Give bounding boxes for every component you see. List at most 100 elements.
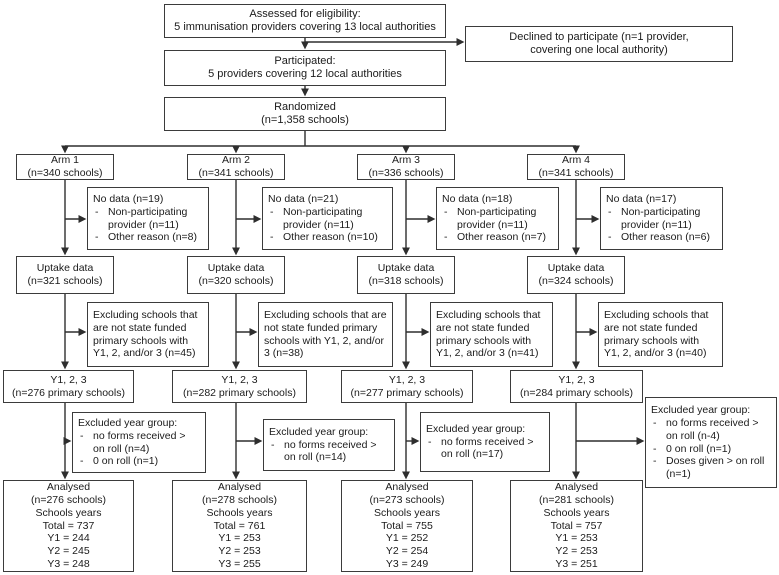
arm4-analysed-box: Analysed (n=281 schools) Schools years T…: [510, 480, 643, 572]
bullet-marker: -: [428, 435, 432, 448]
list-item: -no forms received > on roll (n=17): [426, 436, 544, 462]
text-line: Y1 = 244: [47, 532, 90, 545]
text-line: Excluded year group:: [269, 425, 369, 438]
text-line: Total = 755: [381, 519, 433, 532]
text-line: Y2 = 254: [385, 545, 429, 558]
text-line: Arm 4: [561, 154, 590, 167]
text-line: Assessed for eligibility:: [249, 7, 361, 20]
text-line: Analysed: [46, 481, 91, 494]
text-line: Y2 = 245: [47, 545, 90, 558]
text-line: Total = 757: [550, 519, 603, 532]
text-line: Excluded year group:: [78, 416, 178, 429]
text-line: Analysed: [554, 481, 599, 494]
list-item: -no forms received > on roll (n-4): [651, 417, 771, 443]
text-line: (n=341 schools): [198, 167, 274, 179]
text-line: Y3 = 251: [555, 558, 598, 570]
text-line: Total = 761: [213, 519, 266, 532]
list-item: -0 on roll (n=1): [78, 455, 158, 468]
text-line: Uptake data: [377, 262, 435, 275]
text-line: (n=1,358 schools): [261, 114, 349, 126]
text-line: (n=336 schools): [368, 167, 444, 179]
bullet-marker: -: [653, 442, 657, 455]
bullet-marker: -: [80, 429, 84, 442]
arm3-y123-box: Y1, 2, 3 (n=277 primary schools): [341, 370, 473, 403]
text-line: Analysed: [385, 481, 429, 494]
list-item: -Other reason (n=8): [93, 231, 197, 244]
arm2-uptake-box: Uptake data (n=320 schools): [187, 256, 285, 294]
arm1-excluded-year-box: Excluded year group: -no forms received …: [72, 412, 206, 473]
text-line: no forms received > on roll (n=14): [284, 438, 377, 464]
text-line: Doses given > on roll (n=1): [666, 455, 765, 481]
text-line: Excluding schools that are not state fun…: [264, 308, 387, 360]
text-line: (n=320 schools): [198, 275, 274, 287]
bullet-marker: -: [653, 455, 657, 468]
text-line: 0 on roll (n=1): [93, 455, 159, 468]
text-line: 5 providers covering 12 local authoritie…: [208, 68, 402, 80]
text-line: Schools years: [543, 506, 610, 519]
text-line: Uptake data: [547, 262, 605, 275]
text-line: (n=276 primary schools): [12, 386, 125, 399]
list-item: -no forms received > on roll (n=14): [269, 439, 389, 465]
text-line: Randomized: [274, 100, 336, 113]
declined-box: Declined to participate (n=1 provider, c…: [465, 26, 733, 62]
list-item: -Other reason (n=7): [442, 231, 546, 244]
bullet-marker: -: [444, 231, 448, 244]
arm3-box: Arm 3 (n=336 schools): [357, 154, 455, 180]
arm1-no-data-box: No data (n=19) -Non-participating provid…: [87, 187, 209, 250]
arm2-no-data-box: No data (n=21) -Non-participating provid…: [262, 187, 393, 250]
arm2-excluding-box: Excluding schools that are not state fun…: [258, 302, 393, 367]
arm1-excluding-box: Excluding schools that are not state fun…: [87, 302, 209, 367]
text-line: Y1 = 253: [218, 532, 261, 545]
text-line: Y1, 2, 3: [388, 373, 426, 386]
text-line: Arm 3: [391, 154, 420, 167]
text-line: Y1, 2, 3: [558, 373, 595, 386]
arm1-y123-box: Y1, 2, 3 (n=276 primary schools): [3, 370, 134, 403]
arm2-box: Arm 2 (n=341 schools): [187, 154, 285, 180]
arm4-excluding-box: Excluding schools that are not state fun…: [598, 302, 723, 367]
randomized-box: Randomized (n=1,358 schools): [164, 97, 446, 131]
arm3-excluding-box: Excluding schools that are not state fun…: [430, 302, 553, 367]
arm4-excluded-year-box: Excluded year group: -no forms received …: [645, 397, 777, 488]
text-line: (n=324 schools): [538, 275, 614, 287]
text-line: Y2 = 253: [555, 545, 598, 558]
text-line: Uptake data: [207, 262, 265, 275]
bullet-marker: -: [444, 205, 448, 218]
text-line: Total = 737: [42, 519, 95, 532]
text-line: no forms received > on roll (n=17): [441, 435, 534, 461]
list-item: -Non-participating provider (n=11): [268, 206, 387, 232]
list-item: -0 on roll (n=1): [651, 443, 731, 456]
text-line: Participated:: [274, 54, 336, 67]
text-line: Arm 2: [221, 154, 250, 167]
bullet-marker: -: [270, 231, 274, 244]
text-line: Y1 = 252: [385, 532, 429, 545]
text-line: Y1, 2, 3: [50, 373, 87, 386]
list-item: -Non-participating provider (n=11): [93, 206, 203, 232]
text-line: (n=340 schools): [27, 167, 103, 179]
text-line: Schools years: [206, 506, 273, 519]
text-line: Non-participating provider (n=11): [108, 205, 188, 231]
text-line: Y3 = 248: [47, 558, 90, 570]
arm3-no-data-box: No data (n=18) -Non-participating provid…: [436, 187, 559, 250]
text-line: Schools years: [35, 506, 102, 519]
text-line: Y3 = 249: [385, 558, 429, 570]
bullet-marker: -: [95, 231, 99, 244]
text-line: Uptake data: [36, 262, 94, 275]
text-line: Analysed: [217, 481, 262, 494]
text-line: (n=282 primary schools): [183, 386, 296, 399]
participated-box: Participated: 5 providers covering 12 lo…: [164, 50, 446, 86]
text-line: Non-participating provider (n=11): [283, 205, 363, 231]
text-line: Y3 = 255: [218, 558, 261, 570]
text-line: Y2 = 253: [218, 545, 261, 558]
arm2-y123-box: Y1, 2, 3 (n=282 primary schools): [172, 370, 307, 403]
arm1-analysed-box: Analysed (n=276 schools) Schools years T…: [3, 480, 134, 572]
text-line: Excluded year group:: [426, 422, 526, 435]
text-line: Y1, 2, 3: [221, 373, 258, 386]
text-line: Non-participating provider (n=11): [457, 205, 537, 231]
arm1-uptake-box: Uptake data (n=321 schools): [16, 256, 114, 294]
text-line: (n=276 schools): [30, 494, 106, 507]
arm3-analysed-box: Analysed (n=273 schools) Schools years T…: [341, 480, 473, 572]
bullet-marker: -: [653, 416, 657, 429]
text-line: Arm 1: [50, 154, 79, 167]
